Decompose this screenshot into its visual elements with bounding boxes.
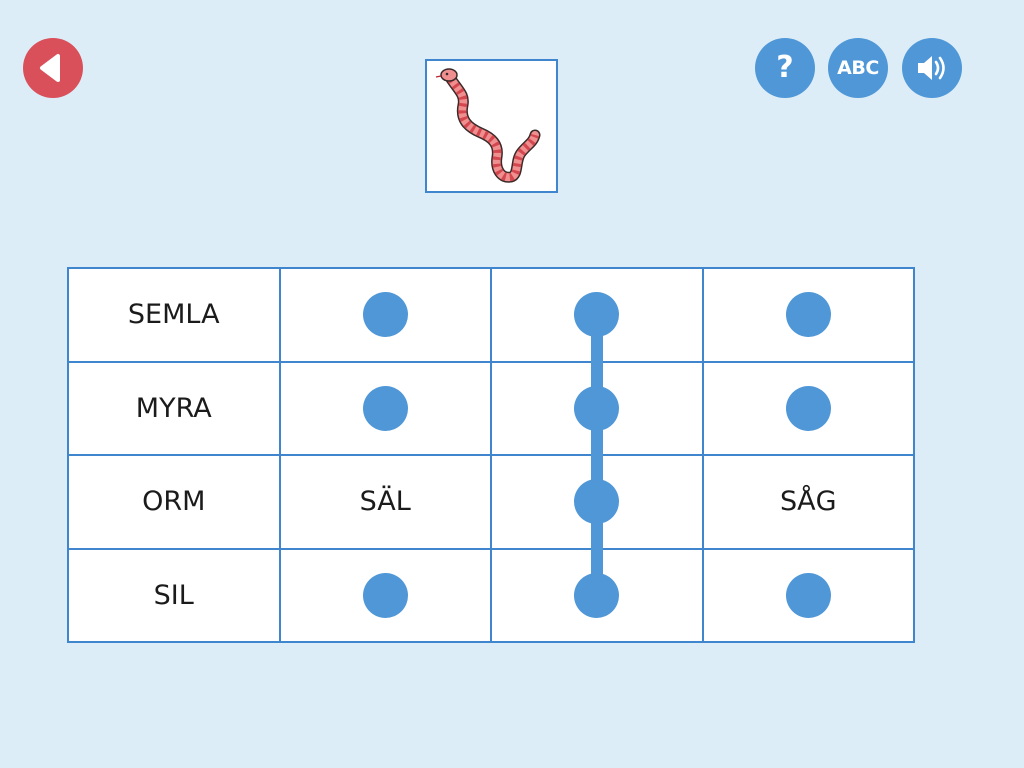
- grid-cell[interactable]: [490, 547, 704, 643]
- grid-row: MYRA: [67, 360, 915, 456]
- dot[interactable]: [785, 385, 831, 431]
- row-word: MYRA: [135, 392, 212, 424]
- word-cell: SEMLA: [67, 267, 281, 363]
- row-word: ORM: [142, 486, 206, 518]
- dot[interactable]: [362, 292, 408, 338]
- grid-row: ORM SÄL SÅG: [67, 454, 915, 550]
- prompt-picture-card: [425, 59, 558, 193]
- row-word: SEMLA: [127, 299, 220, 331]
- grid-cell[interactable]: [278, 267, 492, 363]
- grid-cell[interactable]: [278, 547, 492, 643]
- word-grid: SEMLA MYRA ORM SÄL SÅG SIL: [67, 267, 915, 643]
- grid-cell[interactable]: SÅG: [701, 454, 915, 550]
- revealed-word: SÅG: [779, 486, 837, 518]
- speaker-icon: [918, 56, 945, 80]
- dot[interactable]: [785, 572, 831, 618]
- grid-cell[interactable]: [701, 547, 915, 643]
- word-cell: MYRA: [67, 360, 281, 456]
- grid-cell[interactable]: [701, 267, 915, 363]
- question-mark-icon: ?: [776, 50, 794, 85]
- dot[interactable]: [785, 292, 831, 338]
- dot-connected[interactable]: [574, 479, 620, 525]
- dot-connected[interactable]: [574, 385, 620, 431]
- grid-row: SIL: [67, 547, 915, 643]
- grid-cell[interactable]: [490, 360, 704, 456]
- grid-cell[interactable]: [490, 267, 704, 363]
- revealed-word: SÄL: [359, 486, 411, 518]
- grid-row: SEMLA: [67, 267, 915, 363]
- word-cell: SIL: [67, 547, 281, 643]
- back-arrow-icon: [40, 54, 60, 82]
- dot[interactable]: [362, 572, 408, 618]
- grid-cell[interactable]: [278, 360, 492, 456]
- grid-cell[interactable]: [701, 360, 915, 456]
- help-button[interactable]: ?: [755, 38, 815, 98]
- dot-connected[interactable]: [574, 292, 620, 338]
- sound-button[interactable]: [902, 38, 962, 98]
- word-cell: ORM: [67, 454, 281, 550]
- dot[interactable]: [362, 385, 408, 431]
- abc-label: ABC: [837, 57, 879, 79]
- dot-connected[interactable]: [574, 572, 620, 618]
- grid-cell[interactable]: [490, 454, 704, 550]
- grid-cell[interactable]: SÄL: [278, 454, 492, 550]
- row-word: SIL: [153, 579, 194, 611]
- back-button[interactable]: [23, 38, 83, 98]
- abc-button[interactable]: ABC: [828, 38, 888, 98]
- snake-illustration: [435, 68, 541, 183]
